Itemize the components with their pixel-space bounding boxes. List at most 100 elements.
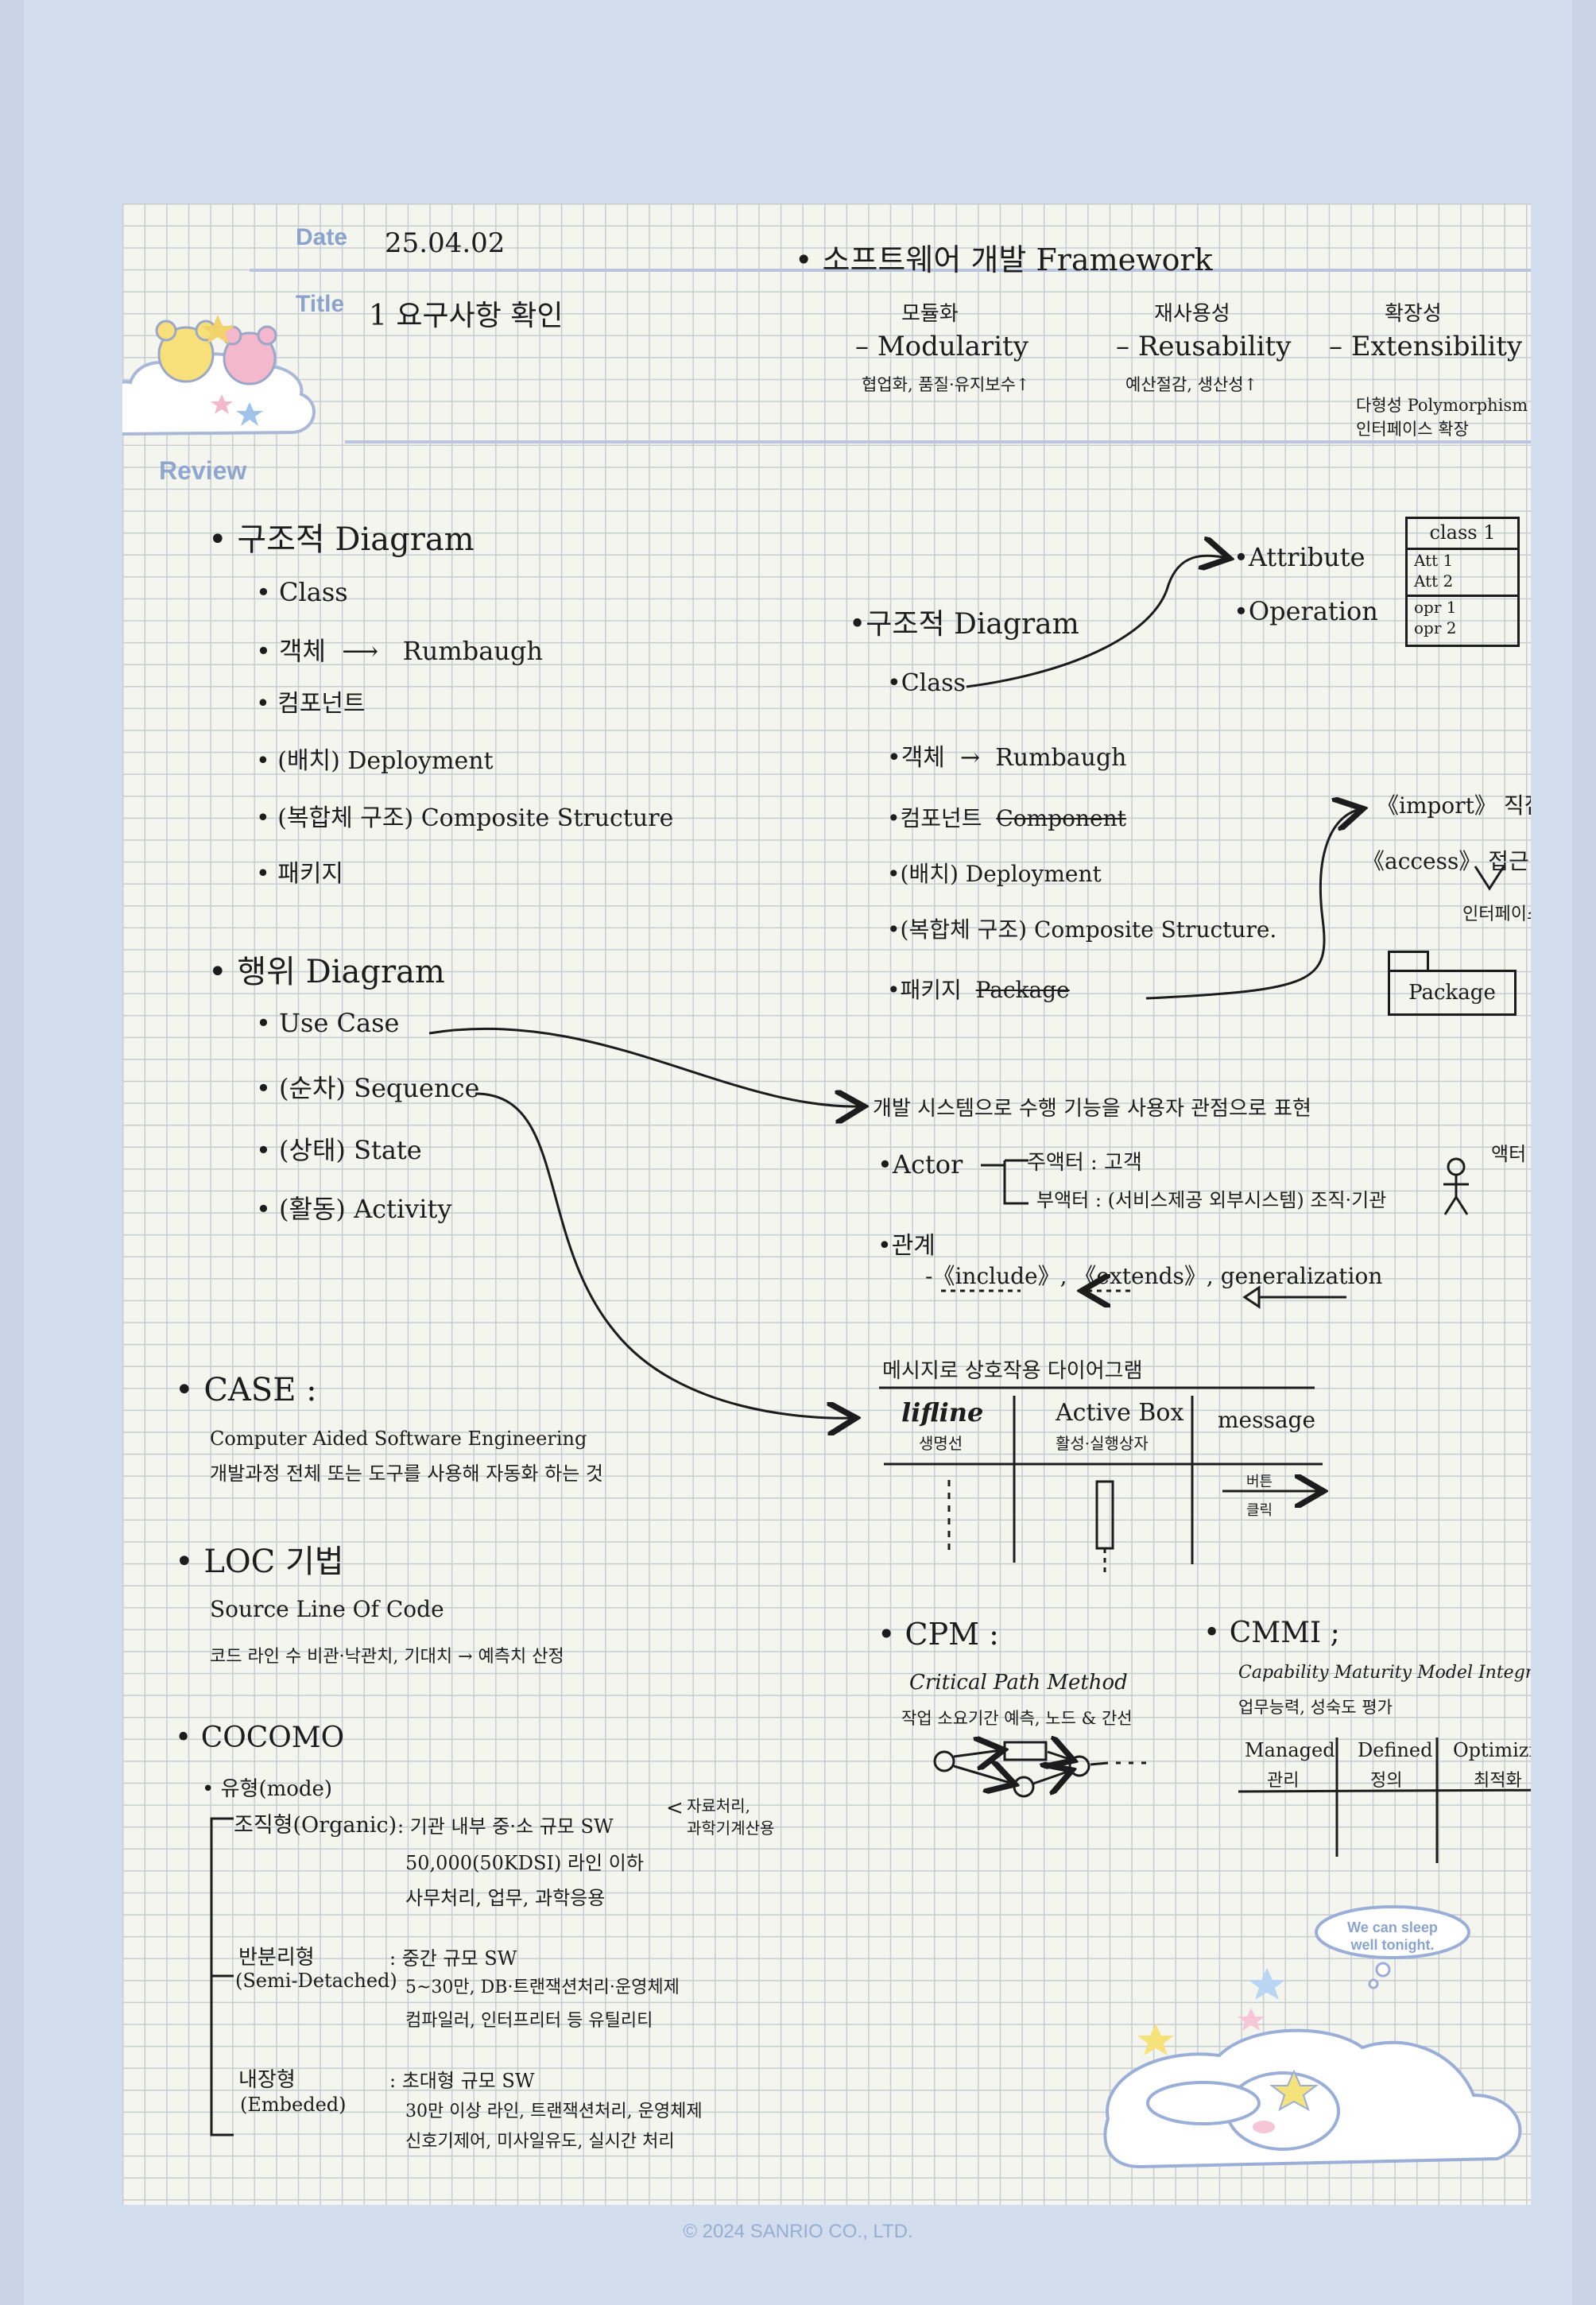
semi-line-2: 5~30만, DB·트랜잭션처리·운영체제 [405,1978,680,1997]
extensibility-note-2: 인터페이스 확장 [1356,420,1469,439]
reusability-note: 예산절감, 생산성↑ [1125,375,1258,394]
sticker-bubble-line: We can sleep [1347,1920,1438,1935]
cmmi-col-defined: Defined [1358,1739,1433,1761]
r-structural-item: •(복합체 구조) Composite Structure. [887,916,1277,943]
cocomo-bracket [210,1817,234,2136]
cmmi-col-optimizing-ko: 최적화 [1474,1771,1522,1791]
package-tab [1388,951,1429,972]
cmmi-line-2: 업무능력, 성숙도 평가 [1238,1698,1393,1717]
rumbaugh-text: Rumbaugh [402,636,543,666]
package-box: Package [1388,970,1517,1016]
cmmi-heading-text: CMMI ; [1229,1617,1340,1649]
modularity-note: 협업화, 품질·유지보수↑ [862,375,1030,394]
class-box-attr: Att 1 [1414,551,1454,570]
reusability-en: – Reusability [1116,331,1292,362]
behavior-item-text: (순차) Sequence [279,1073,480,1103]
case-heading: • CASE : [175,1372,317,1408]
cocomo-heading: • COCOMO [175,1722,345,1754]
cpm-edge [1090,1761,1109,1766]
structural-item: • (배치) Deployment [256,747,494,775]
notebook-sheet: Date 25.04.02 Title 1 요구사항 확인 Review • 소… [24,0,1572,2305]
attribute-text: Attribute [1248,542,1366,572]
framework-heading: • 소프트웨어 개발 Framework [795,242,1213,277]
semi-line-1: : 중간 규모 SW [389,1947,517,1970]
class-to-attribute-arrow [966,556,1227,688]
cocomo-heading-text: COCOMO [200,1722,345,1754]
usecase-desc: 개발 시스템으로 수행 기능을 사용자 관점으로 표현 [873,1097,1311,1121]
extensibility-en: – Extensibility [1329,331,1523,362]
organic-label: 조직형(Organic) [234,1813,397,1838]
title-label: Title [296,291,345,317]
structural-item-text: (복합체 구조) Composite Structure [277,804,674,832]
structural-item: • 컴포넌트 [256,690,366,718]
behavior-item: • (순차) Sequence [256,1073,480,1103]
organic-line-3: 사무처리, 업무, 과학응용 [405,1887,606,1909]
class-box: class 1 Att 1 Att 2 opr 1 opr 2 [1405,517,1520,647]
structural-item: • 패키지 [256,860,344,888]
actor-figure-body [1443,1175,1469,1215]
modularity-en-text: Modularity [877,331,1028,362]
loc-line-2: 코드 라인 수 비관·낙관치, 기대치 → 예측치 산정 [210,1647,564,1667]
cinnamoroll-sticker-image [1103,1905,1522,2169]
cpm-edge [1032,1771,1070,1784]
organic-line-1: : 기관 내부 중·소 규모 SW [397,1815,614,1838]
r-structural-item-text: 컴포넌트 [900,805,982,831]
case-line-1: Computer Aided Software Engineering [210,1428,587,1450]
r-rumbaugh-text: Rumbaugh [995,744,1127,772]
cmmi-line-1: Capability Maturity Model Integration [1238,1663,1531,1683]
modularity-ko: 모듈화 [901,302,959,326]
actor-figure-head [1447,1157,1466,1176]
grid-paper: Date 25.04.02 Title 1 요구사항 확인 Review • 소… [122,203,1531,2205]
framework-heading-text: 소프트웨어 개발 Framework [822,242,1213,277]
sequence-arrow [475,1092,854,1418]
sticker-bubble-text: We can sleep well tonight. [1327,1919,1458,1954]
seq-col-activebox-ko: 활성·실행상자 [1056,1434,1149,1453]
actor-icon-label: 액터 [1491,1143,1527,1165]
structural-item: • Class [256,577,348,607]
r-structural-item: •컴포넌트 Component [887,805,1126,831]
operation-text: Operation [1248,596,1378,626]
behavior-item-text: (활동) Activity [279,1194,452,1224]
class-box-attr: Att 2 [1414,571,1454,591]
structural-heading-text: 구조적 Diagram [237,521,475,558]
embedded-label-2: (Embeded) [240,2094,347,2116]
header-rule-2 [345,440,1531,444]
case-heading-text: CASE : [203,1372,317,1408]
cocomo-type-label: • 유형(mode) [202,1777,333,1801]
embedded-line-1: : 초대형 규모 SW [389,2070,535,2092]
usecase-arrow [428,1027,862,1106]
cmmi-col-managed-ko: 관리 [1267,1771,1300,1791]
seq-msg-label-1: 버튼 [1246,1474,1273,1490]
cmmi-heading: • CMMI ; [1203,1617,1340,1649]
seq-col-lifeline: lifline [901,1397,984,1428]
r-structural-heading-text: 구조적 Diagram [866,608,1079,641]
reusability-ko: 재사용성 [1154,302,1230,326]
organic-brace: < [666,1796,684,1820]
class-box-op: opr 1 [1414,598,1457,617]
r-structural-item-text: (복합체 구조) Composite Structure. [900,916,1277,943]
embedded-line-2: 30만 이상 라인, 트랜잭션처리, 운영체제 [405,2102,703,2121]
organic-side-2: 과학기계산용 [687,1819,775,1838]
date-label: Date [296,224,348,250]
date-value: 25.04.02 [385,227,506,259]
cmmi-rule [1238,1788,1531,1793]
interface-text: 인터페이스로 [1462,905,1531,924]
behavior-item: • (활동) Activity [256,1194,452,1224]
actor-bracket [981,1159,1028,1205]
structural-item-text: 컴포넌트 [277,690,366,718]
r-structural-item: •Class [887,669,966,697]
loc-heading-text: LOC 기법 [203,1544,344,1580]
r-structural-item-text: 객체 [901,744,945,772]
review-label: Review [159,456,247,485]
r-structural-item-text: Class [901,669,966,697]
r-structural-item: •패키지 Package [887,977,1070,1003]
r-structural-item-text: 패키지 [900,977,962,1003]
r-structural-item: •(배치) Deployment [887,861,1102,887]
class-box-name: class 1 [1408,519,1517,550]
extensibility-en-text: Extensibility [1350,331,1523,362]
cmmi-col-managed: Managed [1245,1739,1335,1761]
cpm-line-2: 작업 소요기간 예측, 노드 & 간선 [901,1709,1133,1728]
cocomo-type-text: 유형(mode) [220,1777,333,1801]
cmmi-col-optimizing: Optimizing [1453,1739,1531,1761]
seq-col-message: message [1218,1407,1316,1433]
